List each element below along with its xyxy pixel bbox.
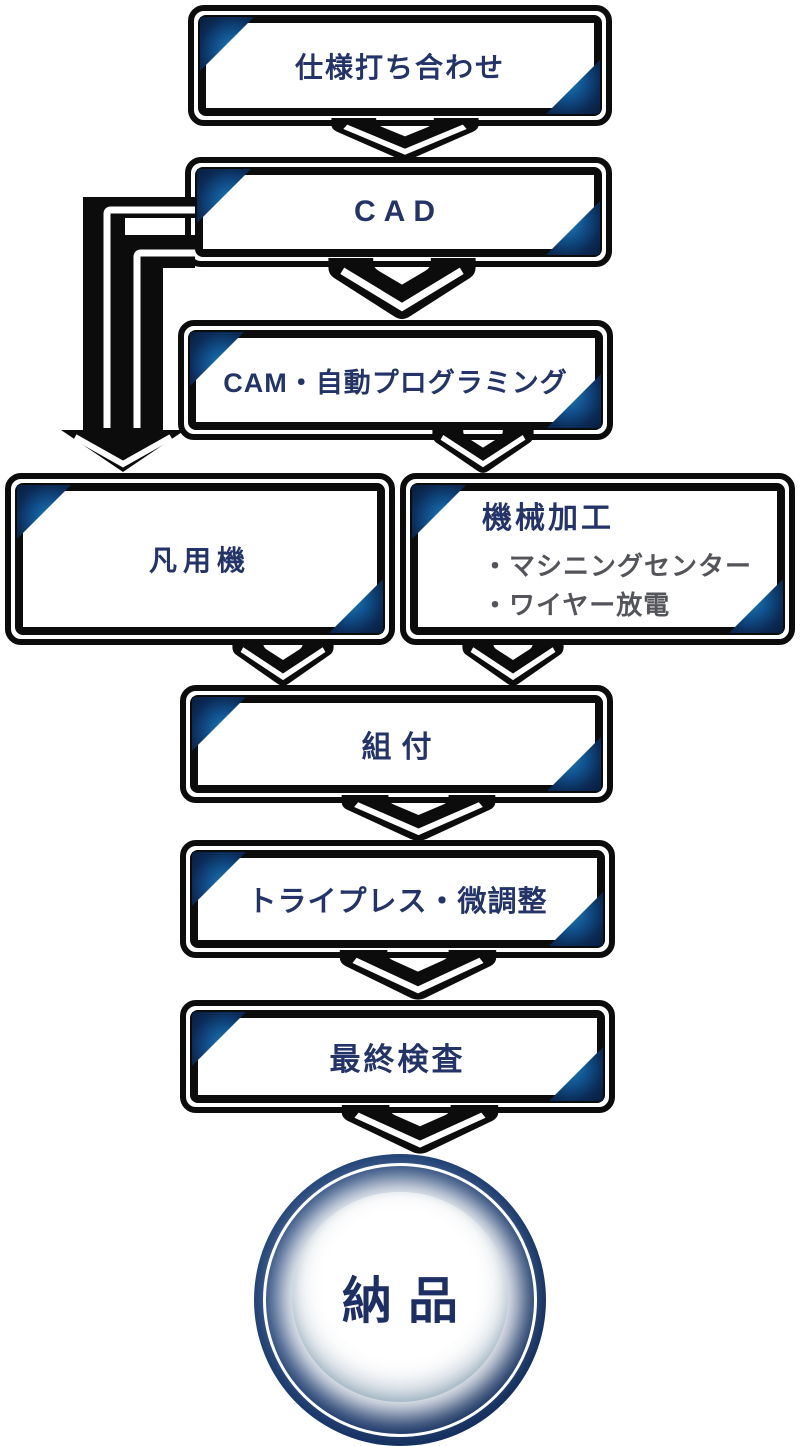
flow-box-general-machine: 凡用機 — [5, 473, 395, 645]
delivery-circle-inner: 納品 — [292, 1192, 508, 1402]
branch-arrow-icon — [61, 197, 195, 472]
flow-box-assembly-label: 組付 — [361, 731, 442, 764]
flow-box-cam-label: CAM・自動プログラミング — [223, 367, 568, 398]
flow-box-machining: 機械加工 ・マシニングセンター ・ワイヤー放電 — [400, 473, 795, 645]
delivery-circle: 納品 — [254, 1154, 546, 1446]
flow-box-try-press-label: トライプレス・微調整 — [247, 886, 548, 918]
down-arrow-icon — [322, 258, 482, 322]
flow-box-general-machine-label: 凡用機 — [148, 545, 251, 576]
flow-box-assembly: 組付 — [180, 685, 613, 803]
down-arrow-icon — [458, 640, 568, 688]
down-arrow-icon — [335, 1105, 505, 1156]
down-arrow-icon — [228, 640, 338, 688]
down-arrow-icon — [335, 795, 502, 843]
flow-box-assembly-inner: 組付 — [190, 695, 603, 793]
flow-box-spec-meeting-inner: 仕様打ち合わせ — [198, 15, 602, 116]
flow-box-machining-inner: 機械加工 ・マシニングセンター ・ワイヤー放電 — [410, 483, 785, 635]
machining-bullet-item: ・マシニングセンター — [482, 551, 753, 581]
machining-bullet-item: ・ワイヤー放電 — [482, 590, 671, 620]
flow-box-spec-meeting-label: 仕様打ち合わせ — [294, 51, 505, 83]
down-arrow-icon — [325, 118, 485, 162]
machining-content: 機械加工 ・マシニングセンター ・ワイヤー放電 — [418, 491, 777, 627]
flow-box-cad: CAD — [185, 157, 612, 267]
flow-box-cam: CAM・自動プログラミング — [178, 320, 613, 440]
flow-box-cad-inner: CAD — [195, 167, 602, 257]
flow-box-spec-meeting: 仕様打ち合わせ — [188, 5, 612, 126]
flow-box-machining-title: 機械加工 — [482, 502, 614, 535]
flow-box-final-inspection: 最終検査 — [180, 1000, 615, 1113]
flow-box-final-inspection-label: 最終検査 — [329, 1042, 466, 1077]
flow-box-try-press-inner: トライプレス・微調整 — [190, 850, 605, 948]
flow-box-final-inspection-inner: 最終検査 — [190, 1010, 605, 1103]
down-arrow-icon — [333, 950, 503, 1002]
delivery-label: 納品 — [342, 1273, 474, 1329]
flow-box-general-machine-inner: 凡用機 — [15, 483, 385, 635]
delivery-circle-ring — [263, 1163, 537, 1437]
down-arrow-icon — [428, 428, 538, 475]
flow-box-try-press: トライプレス・微調整 — [180, 840, 615, 958]
flow-box-cam-inner: CAM・自動プログラミング — [188, 330, 603, 430]
flow-box-cad-label: CAD — [354, 195, 443, 228]
